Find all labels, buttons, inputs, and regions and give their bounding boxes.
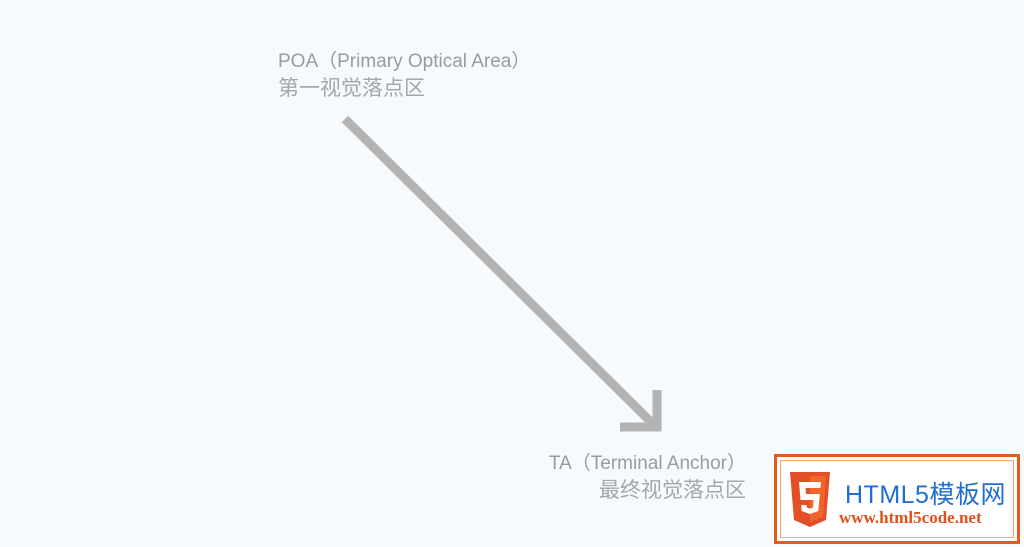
watermark-brand: HTML5模板网 (845, 481, 1006, 509)
watermark-url: www.html5code.net (839, 508, 982, 527)
poa-label-english: POA（Primary Optical Area） (278, 51, 531, 72)
watermark-inner-border (780, 460, 1014, 538)
poa-label-chinese: 第一视觉落点区 (278, 76, 425, 100)
watermark-badge: HTML5模板网 www.html5code.net (774, 454, 1020, 544)
html5-shield-icon (790, 472, 830, 527)
ta-label-english: TA（Terminal Anchor） (548, 453, 746, 474)
ta-label: TA（Terminal Anchor） 最终视觉落点区 (549, 454, 746, 501)
poa-label: POA（Primary Optical Area） 第一视觉落点区 (278, 52, 530, 99)
arrow-head (620, 390, 662, 432)
ta-label-chinese: 最终视觉落点区 (599, 478, 746, 502)
arrow-shaft (341, 115, 659, 430)
